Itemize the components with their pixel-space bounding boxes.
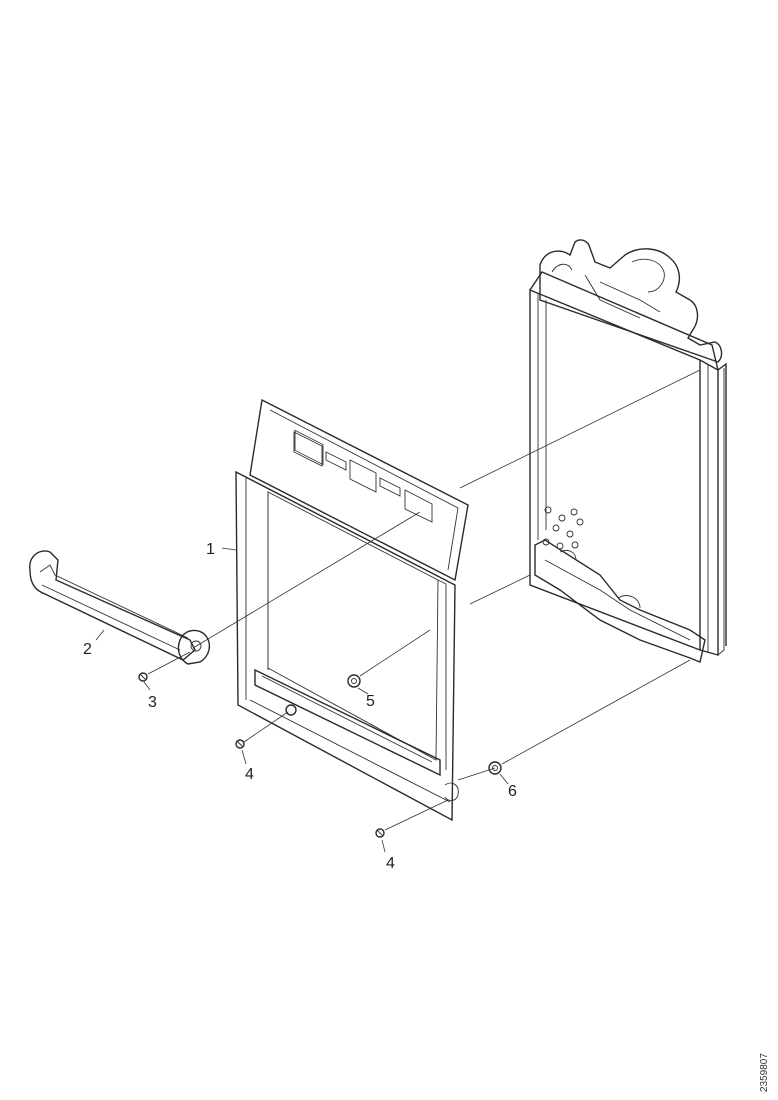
screw-part-3: [138, 672, 148, 682]
callout-3: 3: [148, 694, 157, 711]
document-id: 2359807: [759, 1053, 770, 1092]
callout-1: 1: [206, 541, 215, 558]
screw-part-4a: [235, 739, 245, 749]
radiator-assembly: [529, 239, 727, 663]
grommet-part-6: [488, 761, 502, 775]
callout-4b: 4: [386, 855, 395, 872]
assembly-leader-lines: [95, 369, 701, 853]
callout-4a: 4: [245, 766, 254, 783]
port-cluster: [542, 506, 584, 550]
grommet-part-5: [285, 674, 361, 716]
callout-5: 5: [366, 693, 375, 710]
handle-rod: [29, 550, 211, 665]
callout-2: 2: [83, 641, 92, 658]
callout-6: 6: [508, 783, 517, 800]
screw-part-4b: [375, 828, 385, 838]
front-frame: [235, 398, 469, 822]
